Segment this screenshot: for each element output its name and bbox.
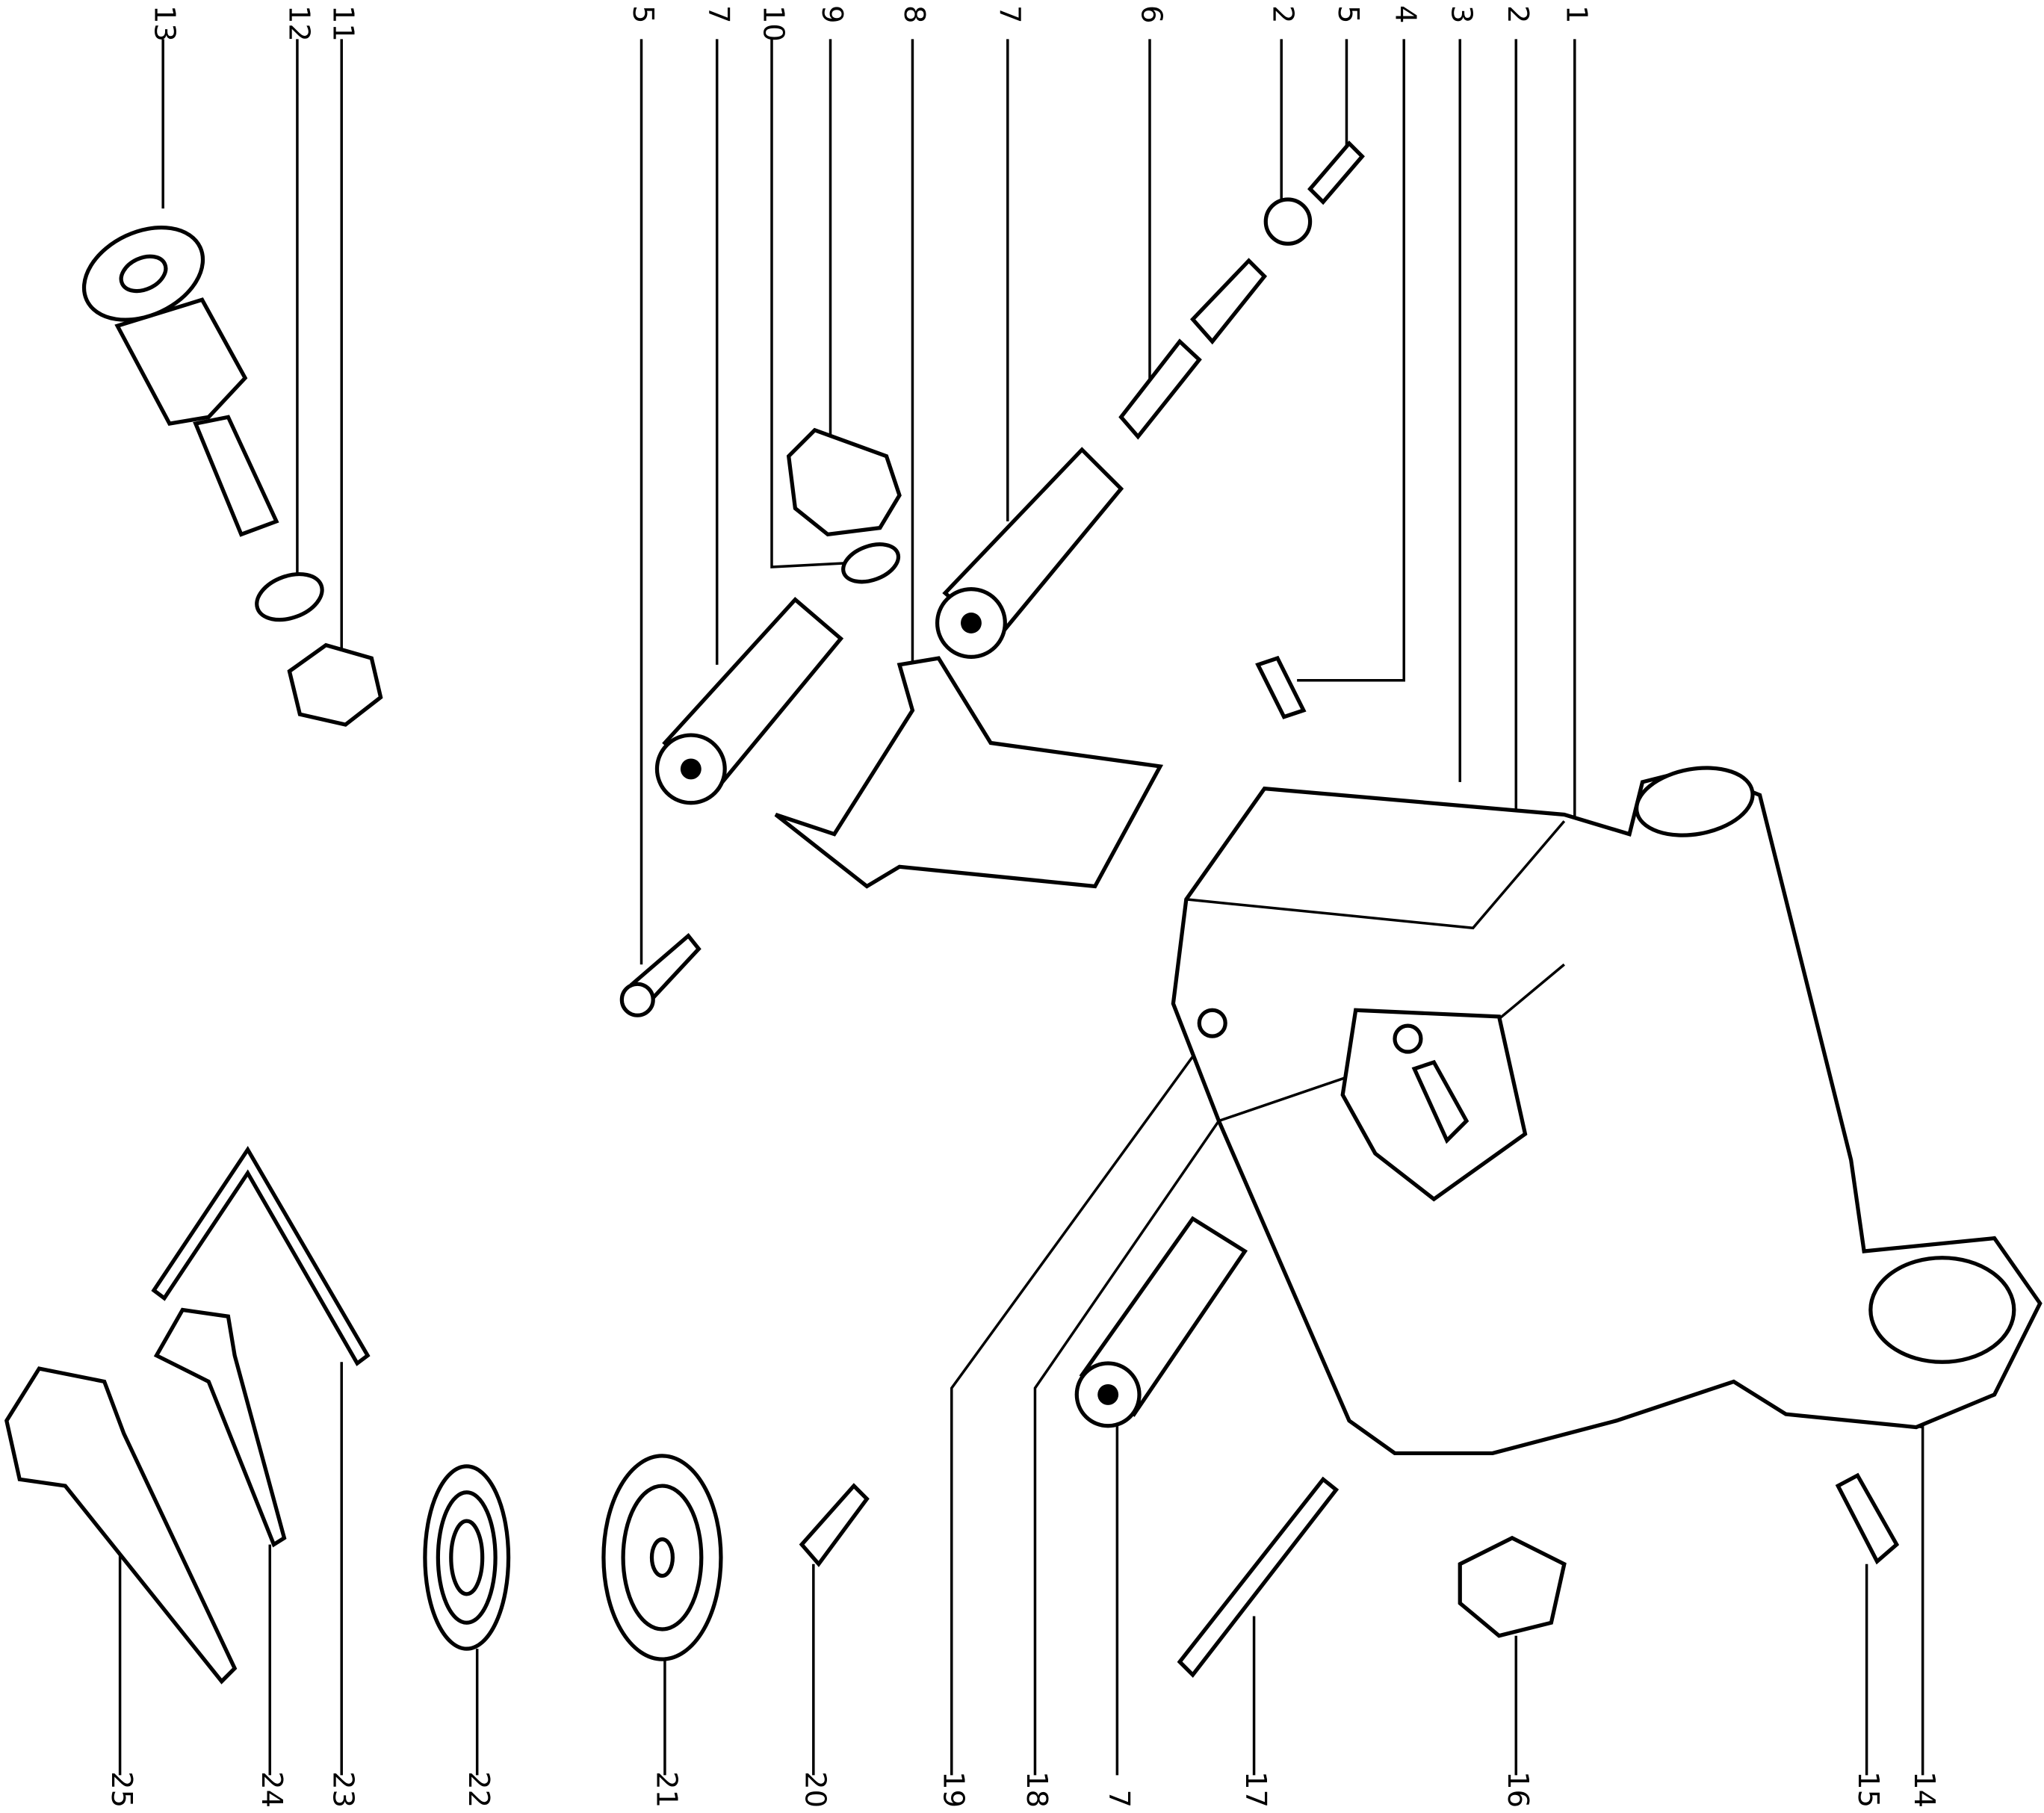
callout-label-top-14: 2 <box>1501 5 1534 23</box>
leader-line-top-5 <box>770 39 848 568</box>
leader-line-top-12 <box>1297 39 1405 682</box>
callout-label-bottom-12: 14 <box>1907 1771 1941 1808</box>
callout-label-bottom-1: 24 <box>255 1771 288 1808</box>
callout-label-bottom-7: 18 <box>1020 1771 1053 1808</box>
part-10-washer <box>841 542 901 584</box>
callout-label-bottom-10: 16 <box>1501 1771 1534 1808</box>
part-4-pin <box>1255 655 1307 719</box>
part-8-bracket <box>774 656 1164 889</box>
callout-label-top-5: 10 <box>757 5 790 42</box>
callout-label-top-2: 11 <box>326 5 360 42</box>
leader-line-bottom-12 <box>1877 1419 1924 1776</box>
part-13-sleeve-bolt <box>81 226 279 537</box>
callout-label-bottom-4: 21 <box>649 1771 683 1808</box>
part-20-screw <box>799 1483 870 1567</box>
top-callouts: 13 12 11 5 7 10 9 8 7 6 2 5 4 3 2 1 <box>148 5 1594 42</box>
leader-line-bottom-6 <box>950 1029 1214 1776</box>
part-15-screw <box>1835 1472 1900 1565</box>
part-1-bolt <box>1411 1059 1469 1144</box>
callout-label-top-12: 4 <box>1389 5 1422 23</box>
part-2-washer <box>1263 197 1313 246</box>
part-9-knob <box>786 427 902 537</box>
callout-label-bottom-9: 17 <box>1239 1771 1272 1808</box>
part-22-disc <box>423 1464 511 1651</box>
callout-label-top-4: 7 <box>702 5 735 23</box>
part-5-screw-top <box>1307 140 1365 205</box>
callout-label-bottom-3: 22 <box>462 1771 495 1808</box>
part-7-spacer <box>654 596 844 805</box>
callout-label-bottom-2: 23 <box>326 1771 360 1808</box>
part-16-knob <box>1458 1535 1567 1638</box>
part-17-rod <box>1177 1476 1340 1679</box>
part-7-spacer-2 <box>935 447 1124 659</box>
part-21-disc <box>601 1454 723 1661</box>
callout-label-bottom-6: 19 <box>936 1771 970 1808</box>
callout-label-top-15: 1 <box>1559 5 1593 23</box>
callout-label-top-7: 8 <box>897 5 931 23</box>
callout-label-top-1: 12 <box>282 5 315 42</box>
part-5-screw <box>619 933 702 1017</box>
callout-label-top-11: 5 <box>1331 5 1365 23</box>
part-11-nut <box>287 642 383 727</box>
callout-label-bottom-8: 7 <box>1102 1790 1136 1808</box>
part-25-wrench <box>4 1366 238 1685</box>
callout-label-top-6: 9 <box>815 5 849 23</box>
part-23-hex-key <box>151 1145 371 1366</box>
callout-label-top-9: 6 <box>1134 5 1168 23</box>
part-7-spacer-3 <box>1074 1215 1248 1428</box>
callout-label-top-0: 13 <box>148 5 182 42</box>
callout-label-top-10: 2 <box>1266 5 1300 23</box>
callout-label-top-13: 3 <box>1445 5 1478 23</box>
callout-label-bottom-5: 20 <box>798 1771 831 1808</box>
bottom-callouts: 25 24 23 22 21 20 19 18 7 17 16 15 14 <box>105 1771 1941 1808</box>
callout-label-bottom-0: 25 <box>105 1771 138 1808</box>
part-24-wrench <box>153 1307 287 1548</box>
callout-label-top-3: 5 <box>626 5 660 23</box>
callout-label-top-8: 7 <box>992 5 1026 23</box>
part-6-pin <box>1118 258 1268 440</box>
part-12-washer <box>255 572 324 622</box>
callout-label-bottom-11: 15 <box>1851 1771 1885 1808</box>
leader-line-bottom-7 <box>1033 1120 1220 1776</box>
part-3-main-housing <box>1171 766 2043 1456</box>
